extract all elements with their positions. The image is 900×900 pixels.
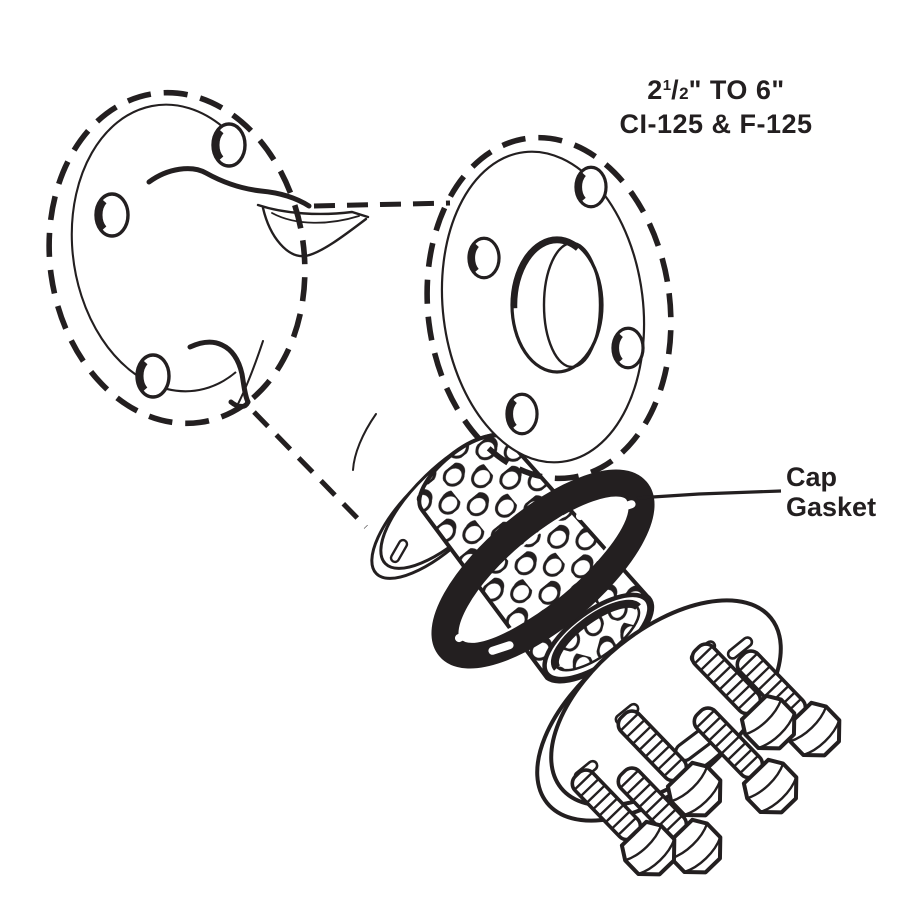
outlet-flange-bore: [510, 236, 604, 374]
model-text: CI-125 & F-125: [619, 109, 813, 139]
size-fraction-denominator: 2: [679, 84, 689, 103]
gasket-body: [431, 469, 655, 669]
title-block: 21/2" TO 6" CI-125 & F-125: [563, 70, 869, 140]
body-saddle-inner-line: [271, 212, 360, 224]
outlet-flange-phantom-outline: [424, 134, 674, 482]
body-bottom-hook: [228, 399, 251, 409]
body-bottom-thin-line: [237, 340, 264, 405]
inlet-flange-bolt-holes: [96, 124, 245, 397]
branch-tube-edge: [352, 413, 377, 471]
cap-gasket-label: Cap Gasket: [786, 462, 876, 522]
cap-gasket-ring: [431, 469, 655, 669]
outlet-flange: [424, 134, 674, 482]
size-rest: " TO 6": [688, 75, 785, 105]
cap-gasket-leader-line: [636, 489, 782, 500]
body-top-contour: [146, 166, 312, 209]
size-fraction-slash: /: [671, 75, 680, 105]
size-range-text: 21/2" TO 6": [563, 70, 869, 109]
body-saddle-upper-line: [256, 203, 370, 219]
branch-flange-slot: [389, 538, 409, 564]
gasket-slots: [454, 500, 636, 655]
cap-gasket-label-line1: Cap: [786, 462, 838, 492]
body-saddle-lower-line: [261, 206, 368, 258]
screen-end-shadow: [550, 599, 641, 671]
screen-open-end: [542, 592, 652, 682]
inlet-flange: [46, 89, 308, 427]
body-bottom-contour: [187, 339, 251, 405]
strainer-body: [146, 166, 451, 529]
branch-phantom-edge: [252, 410, 368, 529]
size-fraction-numerator: 1: [662, 77, 672, 94]
cap-gasket-label-line2: Gasket: [786, 492, 877, 522]
inlet-flange-phantom-outline: [46, 89, 308, 427]
body-phantom-top-line: [313, 200, 451, 209]
size-whole: 2: [647, 75, 663, 105]
cap-face: [549, 598, 783, 808]
inlet-flange-face-edge: [70, 103, 237, 393]
